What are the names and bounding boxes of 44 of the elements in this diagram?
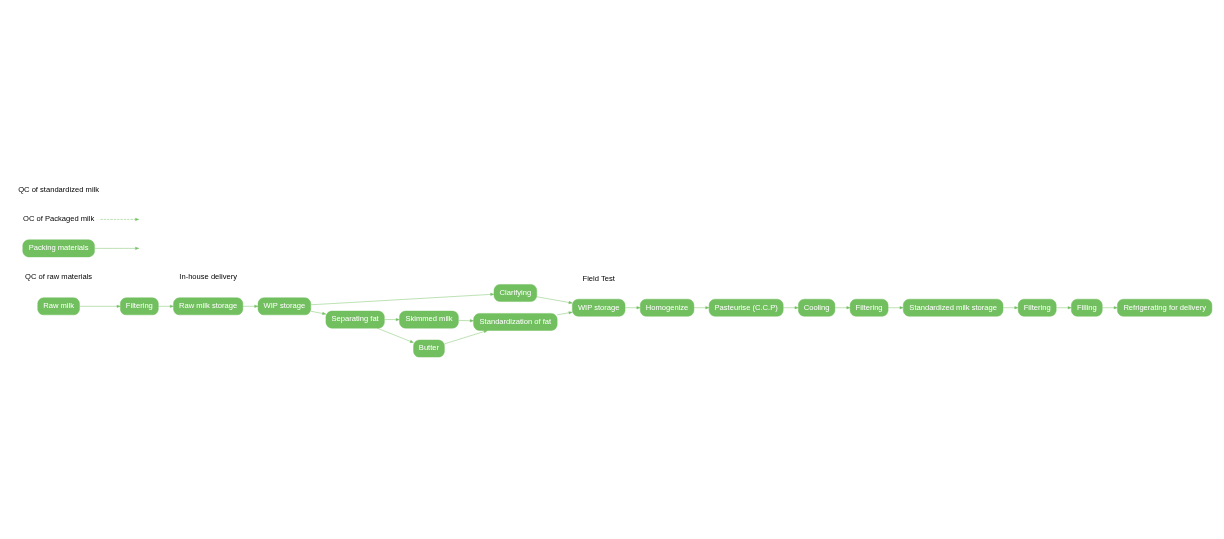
arrow: [242, 304, 259, 308]
node-text: OC of Packaged milk: [23, 214, 95, 224]
arrow: [458, 319, 474, 323]
node-box: Cooling: [798, 298, 836, 317]
node-label: QC of raw materials: [25, 272, 93, 282]
node-box: Filtering: [120, 297, 159, 316]
node-box: Skimmed milk: [399, 310, 459, 329]
arrow: [625, 306, 641, 310]
arrow: [783, 306, 799, 310]
arrow: [377, 327, 414, 343]
arrow: [1002, 306, 1019, 310]
arrow: [94, 246, 140, 250]
arrow: [1102, 306, 1118, 310]
arrow: [693, 306, 710, 310]
arrow: [1055, 306, 1072, 310]
arrow: [310, 293, 495, 306]
node-box: Pasteurise (C.C.P): [708, 298, 784, 317]
node-box: Filtering: [849, 298, 889, 317]
node-label: Field Test: [582, 273, 615, 283]
node-box: WIP storage: [572, 298, 626, 317]
node-box: Homogenize: [640, 298, 695, 317]
node-box: Clarifying: [493, 284, 537, 302]
node-box: Raw milk storage: [173, 297, 244, 316]
node-box: Filling: [1071, 298, 1103, 317]
arrow: [310, 311, 327, 315]
arrow: [79, 304, 121, 308]
node-box: Butter: [413, 339, 445, 358]
node-box: Filtering: [1017, 298, 1057, 317]
node-label: In-house delivery: [179, 272, 238, 282]
arrow: [834, 306, 851, 310]
arrow: [158, 304, 174, 308]
node-box: Separating fat: [325, 310, 385, 329]
arrow: [556, 311, 573, 316]
node-box: Standardized milk storage: [903, 298, 1004, 317]
arrow: [536, 296, 573, 304]
node-box: Refrigerating for delivery: [1117, 298, 1213, 317]
node-box: Packing materials: [22, 239, 95, 258]
node-box: WIP storage: [257, 297, 311, 316]
arrow: [384, 318, 400, 321]
node-box: Raw milk: [37, 297, 80, 316]
arrow: [888, 306, 904, 310]
arrow: [444, 330, 488, 345]
label: QC of standardized milk: [18, 185, 100, 195]
arrow: [100, 218, 140, 221]
